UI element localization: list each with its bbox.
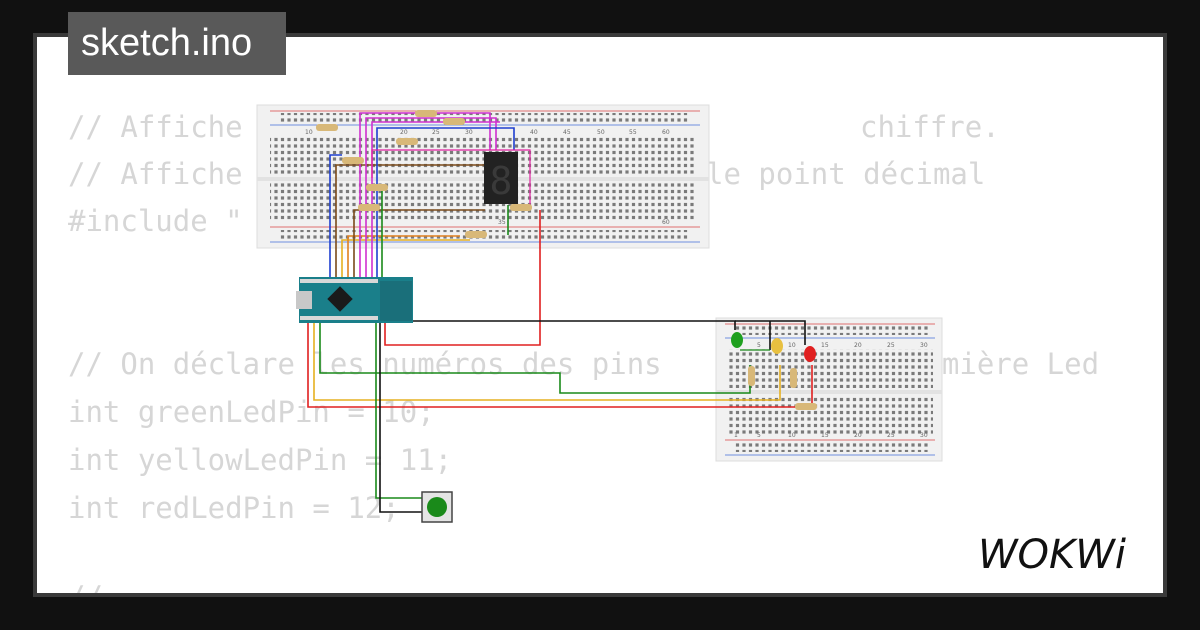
leds	[731, 332, 816, 362]
push-button[interactable]	[421, 491, 453, 523]
code-line-4: // On déclare les numéros des pins	[68, 347, 662, 381]
bb2-label-5: 5	[757, 342, 761, 349]
code-line-8: // ...	[68, 580, 173, 593]
bb2-label-15: 15	[821, 342, 829, 349]
resistors	[316, 110, 817, 410]
bb-label-50: 50	[597, 129, 605, 136]
led-green	[731, 332, 743, 348]
bb-label-40: 40	[530, 129, 538, 136]
resistor-8	[510, 204, 532, 211]
bb-label-10: 10	[305, 129, 313, 136]
bb2-label-30: 30	[920, 342, 928, 349]
code-line-2: // Affiche	[68, 157, 243, 191]
resistor-3	[316, 124, 338, 131]
resistor-11	[790, 368, 797, 388]
svg-text:WOKWi: WOKWi	[978, 532, 1126, 578]
code-line-1: // Affiche	[68, 110, 243, 144]
seven-segment-digit: 8	[490, 159, 513, 203]
code-line-5: int greenLedPin = 10;	[68, 395, 435, 429]
led-yellow	[771, 338, 783, 354]
bb-label-30: 30	[465, 129, 473, 136]
code-line-1-tail: chiffre.	[860, 110, 1000, 144]
resistor-1	[415, 110, 437, 117]
bb2-label-25: 25	[887, 342, 895, 349]
resistor-9	[465, 231, 487, 238]
led-red	[804, 346, 816, 362]
resistor-6	[366, 184, 388, 191]
bb2-label-1: 1	[734, 432, 738, 439]
wokwi-logo: WOKWi	[978, 532, 1126, 578]
bb-label-60: 60	[662, 129, 670, 136]
bb-label-35: 35	[498, 219, 506, 226]
code-line-6: int yellowLedPin = 11;	[68, 443, 453, 477]
resistor-4	[396, 138, 418, 145]
resistor-5	[342, 157, 364, 164]
bb-label-20: 20	[400, 129, 408, 136]
bb2-label-30b: 30	[920, 432, 928, 439]
seven-segment-display: 8	[484, 152, 518, 204]
bb2-label-10: 10	[788, 342, 796, 349]
bb2-label-20b: 20	[854, 432, 862, 439]
resistor-2	[443, 118, 465, 125]
breadboard-right: 5 10 15 20 25 30 1 5 10 15 20 25 30	[715, 317, 943, 462]
bb2-label-10b: 10	[788, 432, 796, 439]
bb-label-45: 45	[563, 129, 571, 136]
code-line-2-tail: le point décimal	[706, 157, 986, 191]
bb2-label-20: 20	[854, 342, 862, 349]
bb-label-25: 25	[432, 129, 440, 136]
bb2-label-5b: 5	[757, 432, 761, 439]
arduino-nano[interactable]	[296, 277, 413, 323]
file-title-tab[interactable]: sketch.ino	[68, 12, 286, 75]
usb-port	[296, 291, 312, 309]
bb2-label-25b: 25	[887, 432, 895, 439]
code-line-3: #include "	[68, 204, 243, 238]
bb-label-60b: 60	[662, 219, 670, 226]
resistor-7	[358, 204, 380, 211]
code-line-7: int redLedPin = 12;	[68, 491, 400, 525]
resistor-10	[748, 366, 755, 386]
bb-label-55: 55	[629, 129, 637, 136]
resistor-12	[795, 403, 817, 410]
bb2-label-15b: 15	[821, 432, 829, 439]
